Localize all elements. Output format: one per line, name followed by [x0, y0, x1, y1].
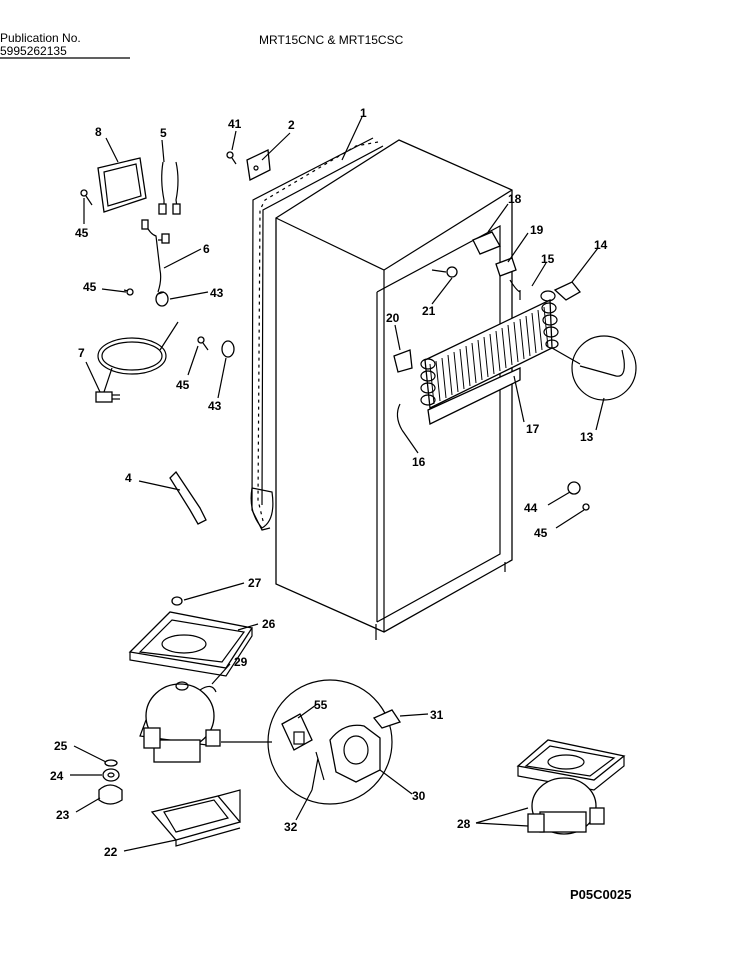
callout-15: 15 — [541, 252, 555, 266]
part-31-overload — [372, 709, 402, 729]
callout-16: 16 — [412, 455, 426, 469]
callout-7: 7 — [78, 346, 85, 360]
part-30-relay — [329, 724, 381, 783]
callout-45c: 45 — [176, 378, 190, 392]
part-18-relay — [472, 231, 501, 255]
part-29-compressor — [139, 681, 272, 763]
condenser-coil — [420, 279, 559, 425]
electrical-detail-bubble — [267, 679, 402, 805]
publication-number: 5995262135 — [0, 44, 67, 58]
condenser-bracket — [427, 366, 521, 425]
part-21-screw — [431, 266, 458, 278]
part-14-drain-tube — [553, 281, 581, 301]
callout-21: 21 — [422, 304, 436, 318]
callout-22: 22 — [104, 845, 118, 859]
callout-4: 4 — [125, 471, 132, 485]
callout-labels: 1 2 41 8 5 45 6 45 43 7 45 43 4 18 19 14… — [50, 106, 608, 859]
part-27-grommet — [171, 596, 183, 606]
model-numbers: MRT15CNC & MRT15CSC — [259, 33, 404, 47]
callout-20: 20 — [386, 311, 400, 325]
part-32-wire — [311, 751, 325, 791]
callout-19: 19 — [530, 223, 544, 237]
part-45-screw-b — [123, 288, 134, 296]
part-5-wire-harness — [158, 161, 181, 215]
part-45-screw-c — [197, 336, 209, 351]
callout-5: 5 — [160, 126, 167, 140]
callout-23: 23 — [56, 808, 70, 822]
callout-13: 13 — [580, 430, 594, 444]
part-16-heater-wire — [396, 403, 403, 431]
part-13-capillary-tube — [551, 335, 637, 401]
callout-2: 2 — [288, 118, 295, 132]
callout-1: 1 — [360, 106, 367, 120]
callout-6: 6 — [203, 242, 210, 256]
callout-45d: 45 — [534, 526, 548, 540]
part-6-wire-harness — [141, 219, 170, 293]
callout-30: 30 — [412, 789, 426, 803]
part-8-cover — [97, 157, 147, 213]
callout-43b: 43 — [208, 399, 222, 413]
callout-55: 55 — [314, 698, 328, 712]
part-45-screw-a — [80, 189, 93, 206]
callout-45a: 45 — [75, 226, 89, 240]
part-19-clip — [495, 257, 517, 277]
part-45-screw-d — [582, 503, 590, 511]
callout-27: 27 — [248, 576, 262, 590]
cabinet-body — [275, 139, 513, 633]
callout-18: 18 — [508, 192, 522, 206]
publication-label: Publication No. — [0, 31, 81, 45]
callout-29: 29 — [234, 655, 248, 669]
figure-code: P05C0025 — [570, 887, 631, 902]
callout-8: 8 — [95, 125, 102, 139]
part-44-clip — [567, 481, 581, 495]
refrigerator-cabinet — [250, 137, 513, 640]
part-4-thermostat — [169, 470, 207, 525]
callout-14: 14 — [594, 238, 608, 252]
part-2-bracket — [246, 149, 271, 181]
callout-17: 17 — [526, 422, 540, 436]
part-43-clip-a — [155, 291, 169, 307]
callout-44: 44 — [524, 501, 538, 515]
callout-31: 31 — [430, 708, 444, 722]
condenser-loop-tube — [257, 141, 379, 526]
callout-43a: 43 — [210, 286, 224, 300]
callout-32: 32 — [284, 820, 298, 834]
part-22-base-bracket — [150, 789, 242, 847]
part-26-drain-pan — [128, 611, 254, 677]
part-20-bracket — [393, 349, 413, 373]
callout-41: 41 — [228, 117, 242, 131]
part-7-power-cord — [95, 321, 179, 403]
callout-45b: 45 — [83, 280, 97, 294]
leader-lines — [70, 116, 605, 852]
part-23-25-mounting — [98, 759, 123, 805]
part-43-clip-b — [221, 340, 235, 358]
part-41-screw — [226, 151, 237, 165]
part-28-compressor-assembly — [516, 739, 626, 835]
callout-25: 25 — [54, 739, 68, 753]
callout-28: 28 — [457, 817, 471, 831]
callout-26: 26 — [262, 617, 276, 631]
callout-24: 24 — [50, 769, 64, 783]
